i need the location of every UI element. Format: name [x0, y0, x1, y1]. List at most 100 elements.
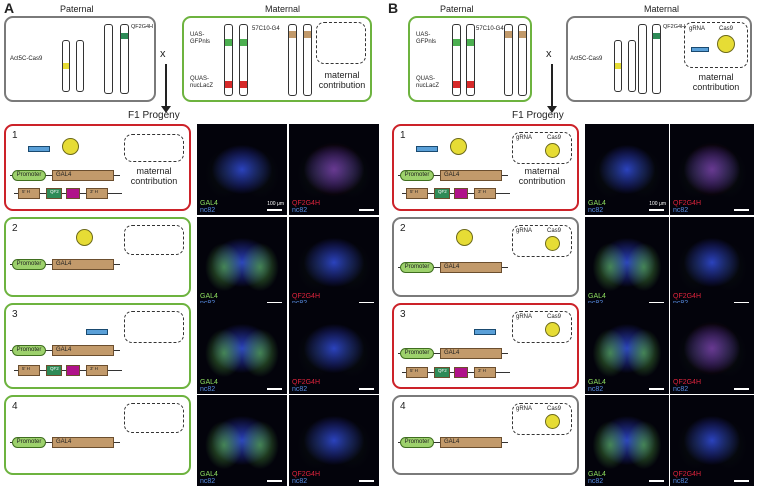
- paternal-heading-a: Paternal: [60, 4, 94, 14]
- panel-letter-a: A: [4, 0, 15, 16]
- qf2-caption: QF2G4H: [673, 471, 702, 478]
- qf2-caption: QF2G4H: [673, 379, 702, 386]
- nc82-caption: nc82: [588, 207, 604, 214]
- chromosome: [239, 24, 248, 96]
- row-2-box-a: 2 Promoter GAL4: [4, 217, 191, 297]
- gal4-caption: GAL4: [200, 379, 218, 386]
- arrow-head-icon: [161, 106, 171, 113]
- scale-bar: [267, 480, 282, 482]
- grna-icon: [86, 329, 108, 335]
- maternal-contribution-bubble: [124, 225, 184, 255]
- gal4-caption: GAL4: [588, 200, 606, 207]
- qf2-caption: QF2G4H: [673, 200, 702, 207]
- 57c10-g4-label: 57C10-G4: [252, 26, 280, 32]
- scale-bar: [359, 480, 374, 482]
- gal4-label: GAL4: [52, 170, 114, 181]
- chromosome: [504, 24, 513, 96]
- cas9-icon: [76, 229, 93, 246]
- qf2-caption: QF2G4H: [292, 293, 321, 300]
- chromosome: [288, 24, 297, 96]
- nc82-caption: nc82: [292, 478, 308, 485]
- maternal-heading-b: Maternal: [644, 4, 680, 14]
- cas9-icon: [456, 229, 473, 246]
- row-4-box-a: 4 Promoter GAL4: [4, 395, 191, 475]
- promoter-label: Promoter: [12, 170, 46, 181]
- scale-bar: [649, 480, 664, 482]
- maternal-contribution-bubble: gRNA Cas9: [512, 225, 572, 257]
- maternal-contribution-bubble: gRNA Cas9: [684, 22, 748, 68]
- maternal-contribution-label: maternal contribution: [318, 70, 366, 90]
- chromosome: [120, 24, 129, 94]
- f1-progeny-title-b: F1 Progeny: [512, 110, 564, 121]
- paternal-box-b: UAS- GFPnls 57C10-G4 QUAS- nucLacZ: [408, 16, 532, 102]
- nc82-caption: nc82: [673, 386, 689, 393]
- maternal-contribution-bubble: gRNA Cas9: [512, 132, 572, 164]
- gal4-caption: GAL4: [200, 293, 218, 300]
- chromosome: [452, 24, 461, 96]
- chromosome: [303, 24, 312, 96]
- grna-icon: [28, 146, 50, 152]
- panel-letter-b: B: [388, 0, 399, 16]
- row-number: 2: [12, 223, 18, 234]
- scale-bar: [359, 388, 374, 390]
- maternal-contribution-label: maternal contribution: [130, 166, 178, 186]
- scale-bar: [734, 388, 749, 390]
- cross-arrow-a: [165, 64, 167, 108]
- scale-bar: [267, 388, 282, 390]
- gal4-caption: GAL4: [200, 471, 218, 478]
- nc82-caption: nc82: [588, 386, 604, 393]
- scale-bar: [734, 480, 749, 482]
- chromosome: [628, 40, 636, 92]
- row-number: 3: [12, 309, 18, 320]
- chromosome: [614, 40, 622, 92]
- gal4-caption: GAL4: [588, 379, 606, 386]
- paternal-box-a: Act5C-Cas9 QF2G4H: [4, 16, 156, 102]
- chromosome: [652, 24, 661, 94]
- chromosome: [638, 24, 647, 94]
- scale-bar: [649, 388, 664, 390]
- cross-symbol-a: x: [160, 48, 166, 60]
- maternal-box-a: UAS- GFPnls 57C10-G4 QUAS- nucLacZ mater…: [182, 16, 372, 102]
- uas-gfpnls-label: UAS- GFPnls: [190, 32, 211, 45]
- scale-bar: [359, 209, 374, 211]
- maternal-contribution-bubble: gRNA Cas9: [512, 403, 572, 435]
- gal4-caption: GAL4: [200, 200, 218, 207]
- row-4-box-b: 4 gRNA Cas9 Promoter GAL4: [392, 395, 579, 475]
- chromosome: [518, 24, 527, 96]
- nc82-caption: nc82: [292, 386, 308, 393]
- row-1-box-a: 1 maternal contribution Promoter GAL4 5'…: [4, 124, 191, 211]
- maternal-contribution-bubble: [124, 311, 184, 343]
- row-2-box-b: 2 gRNA Cas9 Promoter GAL4: [392, 217, 579, 297]
- scale-bar-label: 100 μm: [649, 201, 666, 207]
- row-number: 4: [12, 401, 18, 412]
- chromosome: [466, 24, 475, 96]
- grna-icon: [474, 329, 496, 335]
- gal4-caption: GAL4: [588, 293, 606, 300]
- chromosome: [224, 24, 233, 96]
- scale-bar: [267, 209, 282, 211]
- qf2-caption: QF2G4H: [292, 471, 321, 478]
- cross-symbol-b: x: [546, 48, 552, 60]
- row-1-box-b: 1 gRNA Cas9 maternal contribution Promot…: [392, 124, 579, 211]
- gal4-caption: GAL4: [588, 471, 606, 478]
- scale-bar: [734, 209, 749, 211]
- maternal-heading-a: Maternal: [265, 4, 301, 14]
- nc82-caption: nc82: [673, 207, 689, 214]
- scale-bar: [649, 209, 664, 211]
- cas9-icon: [62, 138, 79, 155]
- maternal-contribution-bubble: [124, 134, 184, 162]
- chromosome: [62, 40, 70, 92]
- quas-nuclacz-label: QUAS- nucLacZ: [190, 76, 214, 89]
